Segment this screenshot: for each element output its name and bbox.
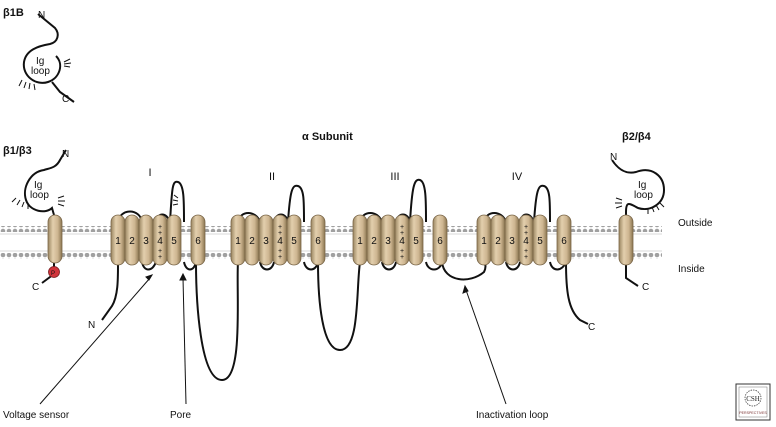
callout-lines [39,272,507,405]
positive-charge-icon: + [400,254,404,261]
b13-glycosylation-icon [11,195,65,209]
segment-number: 1 [115,236,121,247]
segment-number: 5 [413,236,419,247]
alpha-c-terminus: C [588,322,595,333]
pore-label: Pore [170,410,192,421]
voltage-sensor-label: Voltage sensor [3,410,70,421]
domain-labels: I II III IV [148,167,522,183]
transmembrane-segment [310,214,326,266]
positive-charge-icon: + [400,230,404,237]
svg-text:PERSPECTIVES: PERSPECTIVES [739,411,767,415]
segment-number: 2 [129,236,135,247]
transmembrane-segment [432,214,448,266]
domain-label: IV [512,171,523,183]
positive-charge-icon: + [524,230,528,237]
membrane [0,226,662,259]
b1b-n-terminus: N [38,10,45,21]
segment-number: 6 [195,236,201,247]
segment-number: 2 [249,236,255,247]
segment-number: 4 [157,236,163,247]
inside-label: Inside [678,264,705,275]
positive-charge-icon: + [158,248,162,255]
beta2b4-subunit [611,159,666,287]
segment-number: 2 [371,236,377,247]
positive-charge-icon: + [524,248,528,255]
phosphorylation-site [48,266,60,278]
b13-c-terminus: C [32,282,39,293]
inactivation-loop-label: Inactivation loop [476,410,549,421]
segment-number: 5 [291,236,297,247]
segment-number: 1 [235,236,241,247]
positive-charge-icon: + [524,224,528,231]
segment-number: 2 [495,236,501,247]
segment-number: 5 [537,236,543,247]
b24-glycosylation-icon [615,197,665,214]
transmembrane-segment [286,214,302,266]
positive-charge-icon: + [524,254,528,261]
transmembrane-segment [166,214,182,266]
b13-ig-label: Ig [34,180,42,191]
segment-number: 1 [357,236,363,247]
segment-number: 4 [399,236,405,247]
b1b-loop-label: loop [31,66,50,77]
segment-number: 5 [171,236,177,247]
b1b-c-terminus: C [62,94,69,105]
svg-text:CSH: CSH [746,395,760,403]
alpha-n-terminus: N [88,320,95,331]
segment-number: 4 [523,236,529,247]
positive-charge-icon: + [158,254,162,261]
segment-number: 3 [509,236,515,247]
positive-charge-icon: + [400,248,404,255]
segment-number: 6 [437,236,443,247]
domain-label: I [148,167,151,179]
transmembrane-segment [532,214,548,266]
positive-charge-icon: + [278,224,282,231]
b24-c-terminus: C [642,282,649,293]
outside-label: Outside [678,218,713,229]
b1b-ig-label: Ig [36,56,44,67]
domain-label: III [390,171,399,183]
positive-charge-icon: + [158,224,162,231]
b13-loop-label: loop [30,190,49,201]
segment-number: 3 [263,236,269,247]
b13-phospho-label: P [51,271,55,277]
b13-n-terminus: N [62,149,69,160]
transmembrane-segment [190,214,206,266]
segment-number: 6 [315,236,321,247]
transmembrane-segment [556,214,572,266]
alpha-backbone [101,178,589,382]
segment-number: 4 [277,236,283,247]
alpha-glycosylation-icon [172,194,179,206]
segment-number: 1 [481,236,487,247]
positive-charge-icon: + [278,248,282,255]
b1b-title: β1B [3,7,24,19]
csh-perspectives-logo: CSH PERSPECTIVES [735,383,771,421]
b2b4-title: β2/β4 [622,131,652,143]
alpha-title: α Subunit [302,131,353,143]
b24-n-terminus: N [610,152,617,163]
b24-ig-label: Ig [638,180,646,191]
b1b-glycosylation-icon [18,58,72,91]
positive-charge-icon: + [400,224,404,231]
positive-charge-icon: + [158,230,162,237]
b1b3-title: β1/β3 [3,145,32,157]
transmembrane-segment [408,214,424,266]
segment-number: 3 [143,236,149,247]
beta1b-subunit [22,13,75,103]
segment-number: 6 [561,236,567,247]
domain-label: II [269,171,275,183]
positive-charge-icon: + [278,254,282,261]
positive-charge-icon: + [278,230,282,237]
segment-number: 3 [385,236,391,247]
b24-loop-label: loop [634,190,653,201]
beta1b3-subunit [24,149,67,284]
